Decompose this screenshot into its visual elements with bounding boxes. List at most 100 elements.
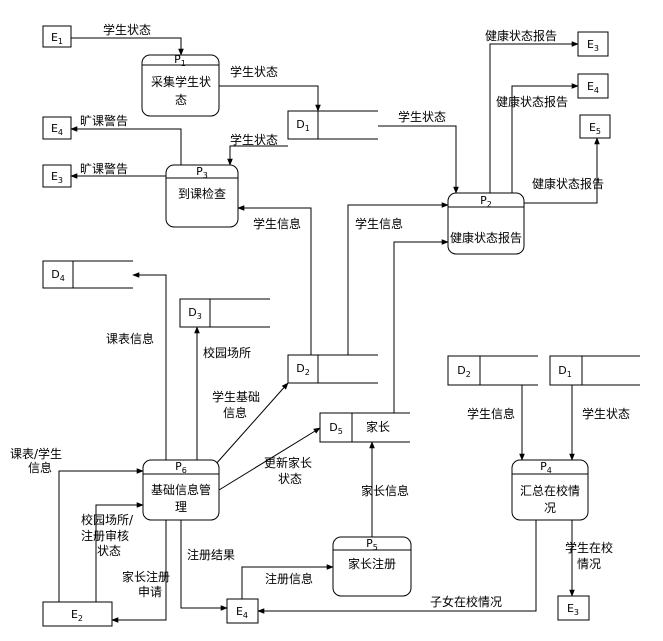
svg-text:P6: P6 <box>175 460 187 475</box>
flow-p1-d1 <box>219 85 321 112</box>
svg-text:E2: E2 <box>71 608 83 623</box>
svg-text:E5: E5 <box>589 121 601 136</box>
flow-p2-e5 <box>524 137 600 204</box>
store-d2-middle[interactable]: D2 <box>287 354 378 384</box>
flow-d5-p2 <box>393 239 449 413</box>
flow-p6-e2 <box>111 520 167 623</box>
flow-p6-d2 <box>214 382 289 466</box>
process-p1-name-cont: 态 <box>175 93 187 107</box>
store-d1-top[interactable]: D1 <box>287 110 378 140</box>
svg-text:E3: E3 <box>567 602 579 617</box>
external-e4-top[interactable]: E4 <box>577 73 609 99</box>
label-p5-d5: 家长信息 <box>361 483 409 498</box>
process-p1[interactable]: P1 采集学生状 态 <box>141 53 220 117</box>
svg-text:D4: D4 <box>51 268 65 283</box>
process-p6[interactable]: P6 基础信息管 理 <box>142 459 220 521</box>
label-e4-p5: 注册信息 <box>265 571 313 586</box>
label-e2-p6-b-line2: 注册审核 <box>81 528 129 543</box>
svg-text:E1: E1 <box>51 31 63 46</box>
svg-text:P2: P2 <box>480 194 492 209</box>
label-p3-e4: 旷课警告 <box>80 113 128 128</box>
external-e1-top[interactable]: E1 <box>42 25 72 48</box>
store-d5[interactable]: D5 家长 <box>319 412 410 443</box>
store-d4[interactable]: D4 <box>42 260 133 289</box>
store-d3[interactable]: D3 <box>179 298 270 328</box>
store-d2-right[interactable]: D2 <box>447 355 538 386</box>
label-p6-d5-line2: 状态 <box>278 472 302 486</box>
label-e2-p6-b-line1: 校园场所/ <box>81 512 134 527</box>
label-p2-e3: 健康状态报告 <box>485 28 557 43</box>
flow-p6-d4 <box>132 272 167 460</box>
svg-text:E4: E4 <box>587 80 599 95</box>
label-p4-e4: 子女在校情况 <box>430 594 502 609</box>
label-p4-e3-line1: 学生在校 <box>565 540 613 555</box>
process-p5[interactable]: P5 家长注册 <box>332 536 412 597</box>
label-p6-d3: 校园场所 <box>203 345 251 360</box>
svg-text:P5: P5 <box>366 537 378 552</box>
flow-p2-e4 <box>511 83 579 193</box>
external-e3-left[interactable]: E3 <box>42 164 72 188</box>
process-p4[interactable]: P4 汇总在校情 况 <box>511 459 589 521</box>
external-e4-left[interactable]: E4 <box>42 116 72 140</box>
label-p6-d2-line1: 学生基础 <box>212 389 260 404</box>
external-e4-bottom[interactable]: E4 <box>226 598 259 624</box>
flow-labels: 学生状态 学生状态 学生状态 学生状态 旷课警告 旷课警告 健康状态报告 健康状… <box>10 22 630 609</box>
label-d1-p4: 学生状态 <box>582 406 630 421</box>
svg-text:D3: D3 <box>188 306 202 321</box>
label-p2-e5: 健康状态报告 <box>532 176 604 191</box>
external-e3-bottom[interactable]: E3 <box>557 595 590 621</box>
process-p6-name: 基础信息管 <box>151 482 211 497</box>
svg-text:E4: E4 <box>236 605 248 620</box>
label-p3-e3: 旷课警告 <box>80 161 128 176</box>
flow-d1-p3 <box>227 145 288 166</box>
process-p2-name: 健康状态报告 <box>450 230 522 245</box>
store-d1-right[interactable]: D1 <box>549 355 640 386</box>
svg-text:D5: D5 <box>329 421 343 436</box>
process-p6-name-cont: 理 <box>175 500 187 514</box>
flow-e2-p6-b <box>95 502 144 602</box>
label-e2-p6-a-line2: 信息 <box>28 460 52 475</box>
label-p6-d4: 课表信息 <box>106 331 154 346</box>
store-d5-name: 家长 <box>366 419 390 434</box>
label-d1-p2: 学生状态 <box>398 109 446 124</box>
svg-text:E3: E3 <box>51 170 63 185</box>
label-e1-p1: 学生状态 <box>103 22 151 37</box>
label-p6-e2-line2: 申请 <box>138 585 162 599</box>
external-e2-bottom[interactable]: E2 <box>42 601 113 627</box>
flow-lines <box>58 37 600 623</box>
process-p4-name: 汇总在校情 <box>520 483 580 498</box>
external-e5-top[interactable]: E5 <box>579 114 611 139</box>
label-d2-p3: 学生信息 <box>253 216 301 231</box>
svg-text:P1: P1 <box>174 53 186 68</box>
svg-text:D2: D2 <box>296 362 310 377</box>
svg-text:D1: D1 <box>558 364 572 379</box>
flow-d2-p3 <box>237 205 312 355</box>
process-p5-name: 家长注册 <box>348 556 396 571</box>
label-d2-p2: 学生信息 <box>355 216 403 231</box>
process-p1-name: 采集学生状 <box>151 74 211 89</box>
svg-text:E4: E4 <box>51 122 63 137</box>
label-p1-d1: 学生状态 <box>230 64 278 79</box>
process-p2[interactable]: P2 健康状态报告 <box>447 192 525 255</box>
svg-text:D1: D1 <box>296 118 310 133</box>
label-p4-e3-line2: 情况 <box>577 557 601 571</box>
label-d2-p4: 学生信息 <box>467 406 515 421</box>
process-p3-name: 到课检查 <box>178 186 226 201</box>
svg-text:D2: D2 <box>457 364 471 379</box>
svg-text:P3: P3 <box>196 165 208 180</box>
flow-e1-p1 <box>71 37 184 56</box>
label-p6-d2-line2: 信息 <box>223 405 247 420</box>
label-p6-e4: 注册结果 <box>187 547 235 562</box>
label-p6-e2-line1: 家长注册 <box>122 569 170 584</box>
flow-p4-e4 <box>257 520 537 614</box>
label-p6-d5-line1: 更新家长 <box>264 455 312 470</box>
flow-d2-p2 <box>347 202 449 355</box>
label-e2-p6-a-line1: 课表/学生 <box>10 446 62 461</box>
label-p2-e4: 健康状态报告 <box>496 94 568 109</box>
external-e3-top[interactable]: E3 <box>577 31 609 57</box>
svg-text:E3: E3 <box>587 38 599 53</box>
flow-e2-p6-a <box>58 468 144 602</box>
process-p3[interactable]: P3 到课检查 <box>165 164 239 228</box>
flow-p6-e4 <box>180 520 228 611</box>
